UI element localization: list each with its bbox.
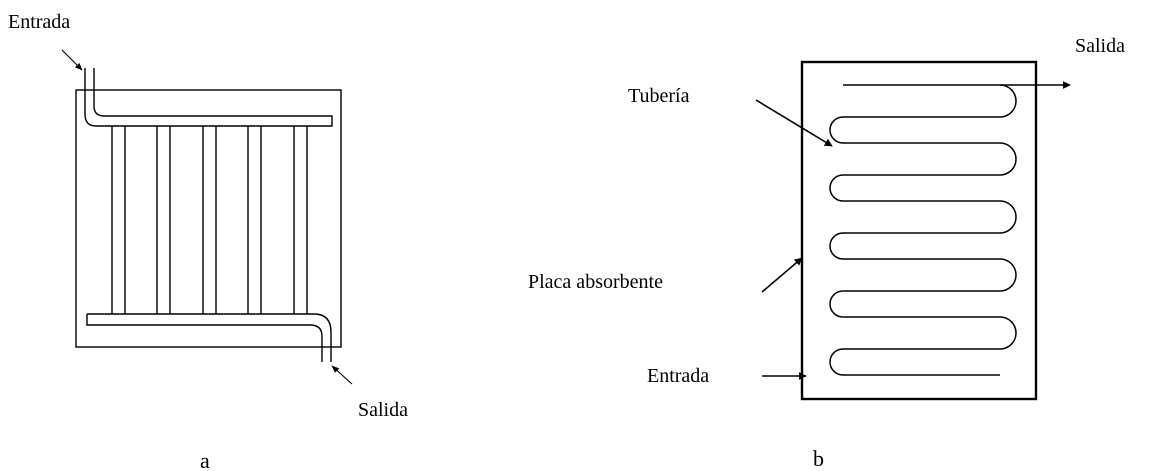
panel-a-harp-collector: Entrada Salida a [8,11,408,471]
panel-a-top-header [84,68,333,127]
panel-b-plate-pointer [761,257,803,293]
panel-a-inlet-arrow [61,49,83,71]
panel-b-serpentine-pipe [829,84,1017,376]
panel-a-outlet-arrow [331,365,353,385]
panel-a-outlet-label: Salida [358,399,408,421]
panel-b-inlet-label: Entrada [647,365,709,387]
panel-b-caption: b [813,446,824,471]
panel-b-serpentine-collector: Salida Tubería Placa absorbente Entrada … [528,35,1125,471]
panel-a-caption: a [200,448,210,471]
panel-b-absorber-plate [800,60,1038,401]
panel-b-plate-label: Placa absorbente [528,271,663,293]
panel-a-riser-tubes [111,126,308,314]
panel-a-inlet-label: Entrada [8,11,70,33]
panel-a-bottom-header [86,313,332,362]
panel-b-pipe-label: Tubería [628,85,690,107]
panel-b-pipe-pointer [755,99,833,147]
panel-a-frame [75,89,342,348]
panel-b-outlet-label: Salida [1075,35,1125,57]
